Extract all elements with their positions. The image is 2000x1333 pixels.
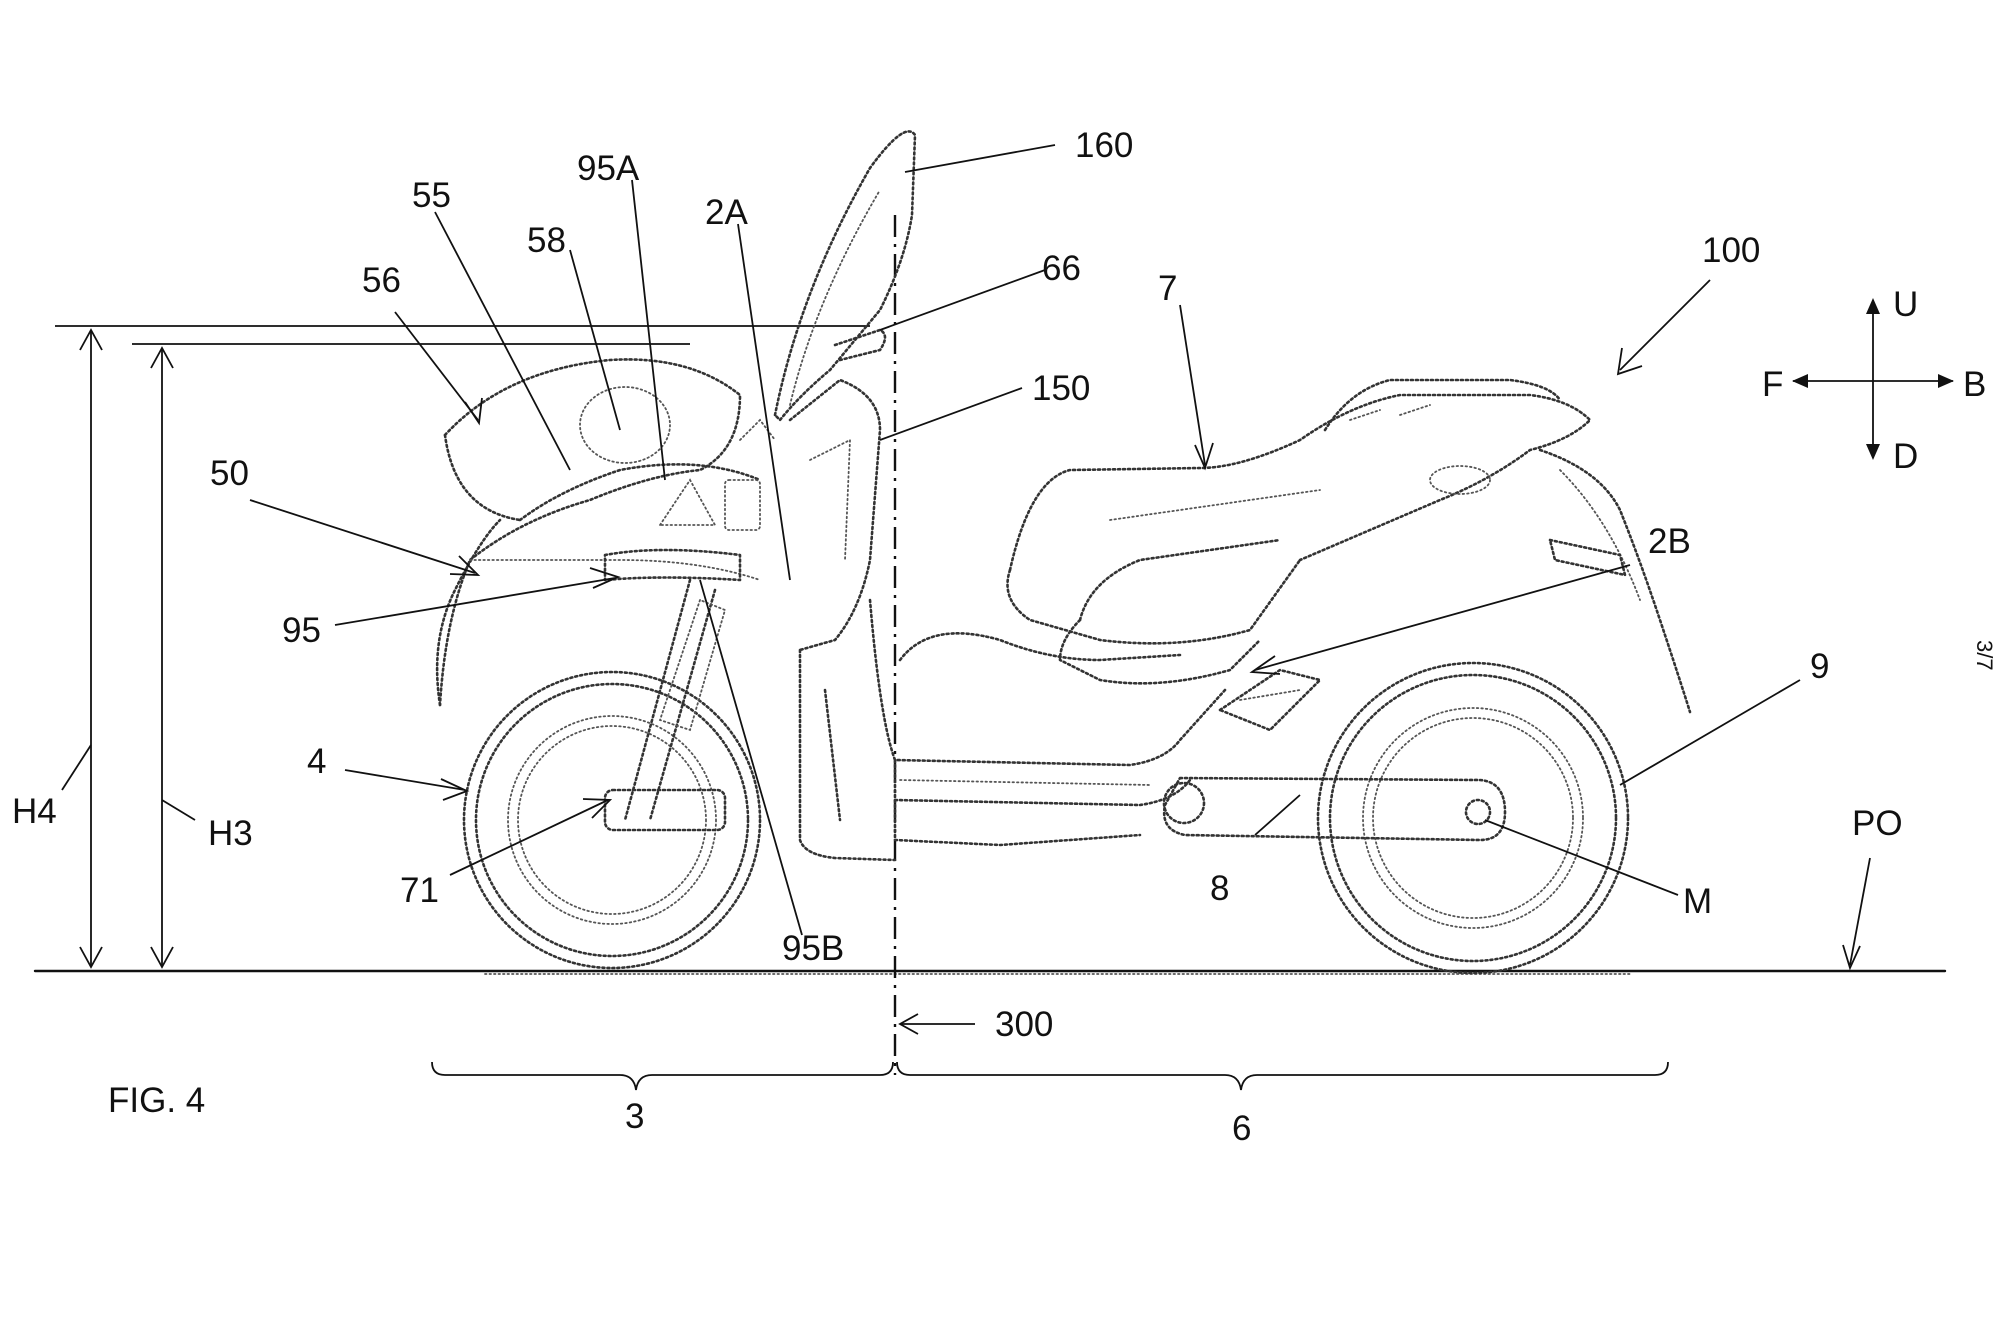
ground-line (33, 969, 1947, 975)
label-height-h4: H4 (12, 792, 57, 831)
label-ground: PO (1852, 804, 1903, 843)
section-brace-6 (896, 1061, 1669, 1091)
label-part-95a: 95A (577, 149, 640, 188)
label-part-95b: 95B (782, 929, 844, 968)
label-part-58: 58 (527, 221, 566, 260)
sheet-number: 3/7 (1972, 640, 1997, 671)
height-dimension-h4 (55, 325, 870, 969)
direction-up-label: U (1893, 285, 1918, 324)
label-vehicle: 100 (1702, 231, 1760, 270)
label-height-h3: H3 (208, 814, 253, 853)
direction-down-label: D (1893, 437, 1918, 476)
label-part-55: 55 (412, 176, 451, 215)
direction-back-label: B (1963, 365, 1986, 404)
label-part-66: 66 (1042, 249, 1081, 288)
label-rear-section: 6 (1232, 1109, 1251, 1148)
body-floor-drawing (798, 598, 1227, 862)
front-wheel-drawing (462, 670, 762, 970)
label-part-2a: 2A (705, 193, 748, 232)
label-part-50: 50 (210, 454, 249, 493)
vehicle-drawing (435, 130, 1692, 975)
label-part-150: 150 (1032, 369, 1090, 408)
label-rear-wheel: 9 (1810, 647, 1829, 686)
front-suspension-drawing (603, 578, 727, 832)
label-swingarm: 8 (1210, 869, 1229, 908)
section-brace-3 (431, 1061, 894, 1091)
direction-front-label: F (1762, 365, 1783, 404)
figure-caption: FIG. 4 (108, 1081, 205, 1120)
label-part-56: 56 (362, 261, 401, 300)
rear-wheel-drawing (1316, 661, 1630, 975)
seat-rear-body-drawing (898, 378, 1692, 732)
direction-legend: U D F B (1762, 285, 1986, 476)
label-part-95: 95 (282, 611, 321, 650)
label-vertical-axis: 300 (995, 1005, 1053, 1044)
leader-lines (249, 144, 1871, 971)
front-fairing-drawing (435, 358, 762, 707)
label-windshield: 160 (1075, 126, 1133, 165)
label-part-2b: 2B (1648, 522, 1691, 561)
front-link-drawing (603, 478, 742, 582)
label-front-section: 3 (625, 1097, 644, 1136)
reference-labels: 160 66 150 7 100 2B 9 8 M PO 300 3 6 2A … (12, 126, 1903, 1148)
swingarm-drawing (1162, 776, 1507, 842)
label-motor: M (1683, 882, 1712, 921)
label-front-wheel: 4 (307, 742, 326, 781)
vertical-axis-300 (893, 215, 975, 1075)
dashboard-drawing (724, 418, 776, 531)
label-part-71: 71 (400, 871, 439, 910)
label-seat: 7 (1158, 269, 1177, 308)
windshield-drawing (773, 130, 917, 422)
